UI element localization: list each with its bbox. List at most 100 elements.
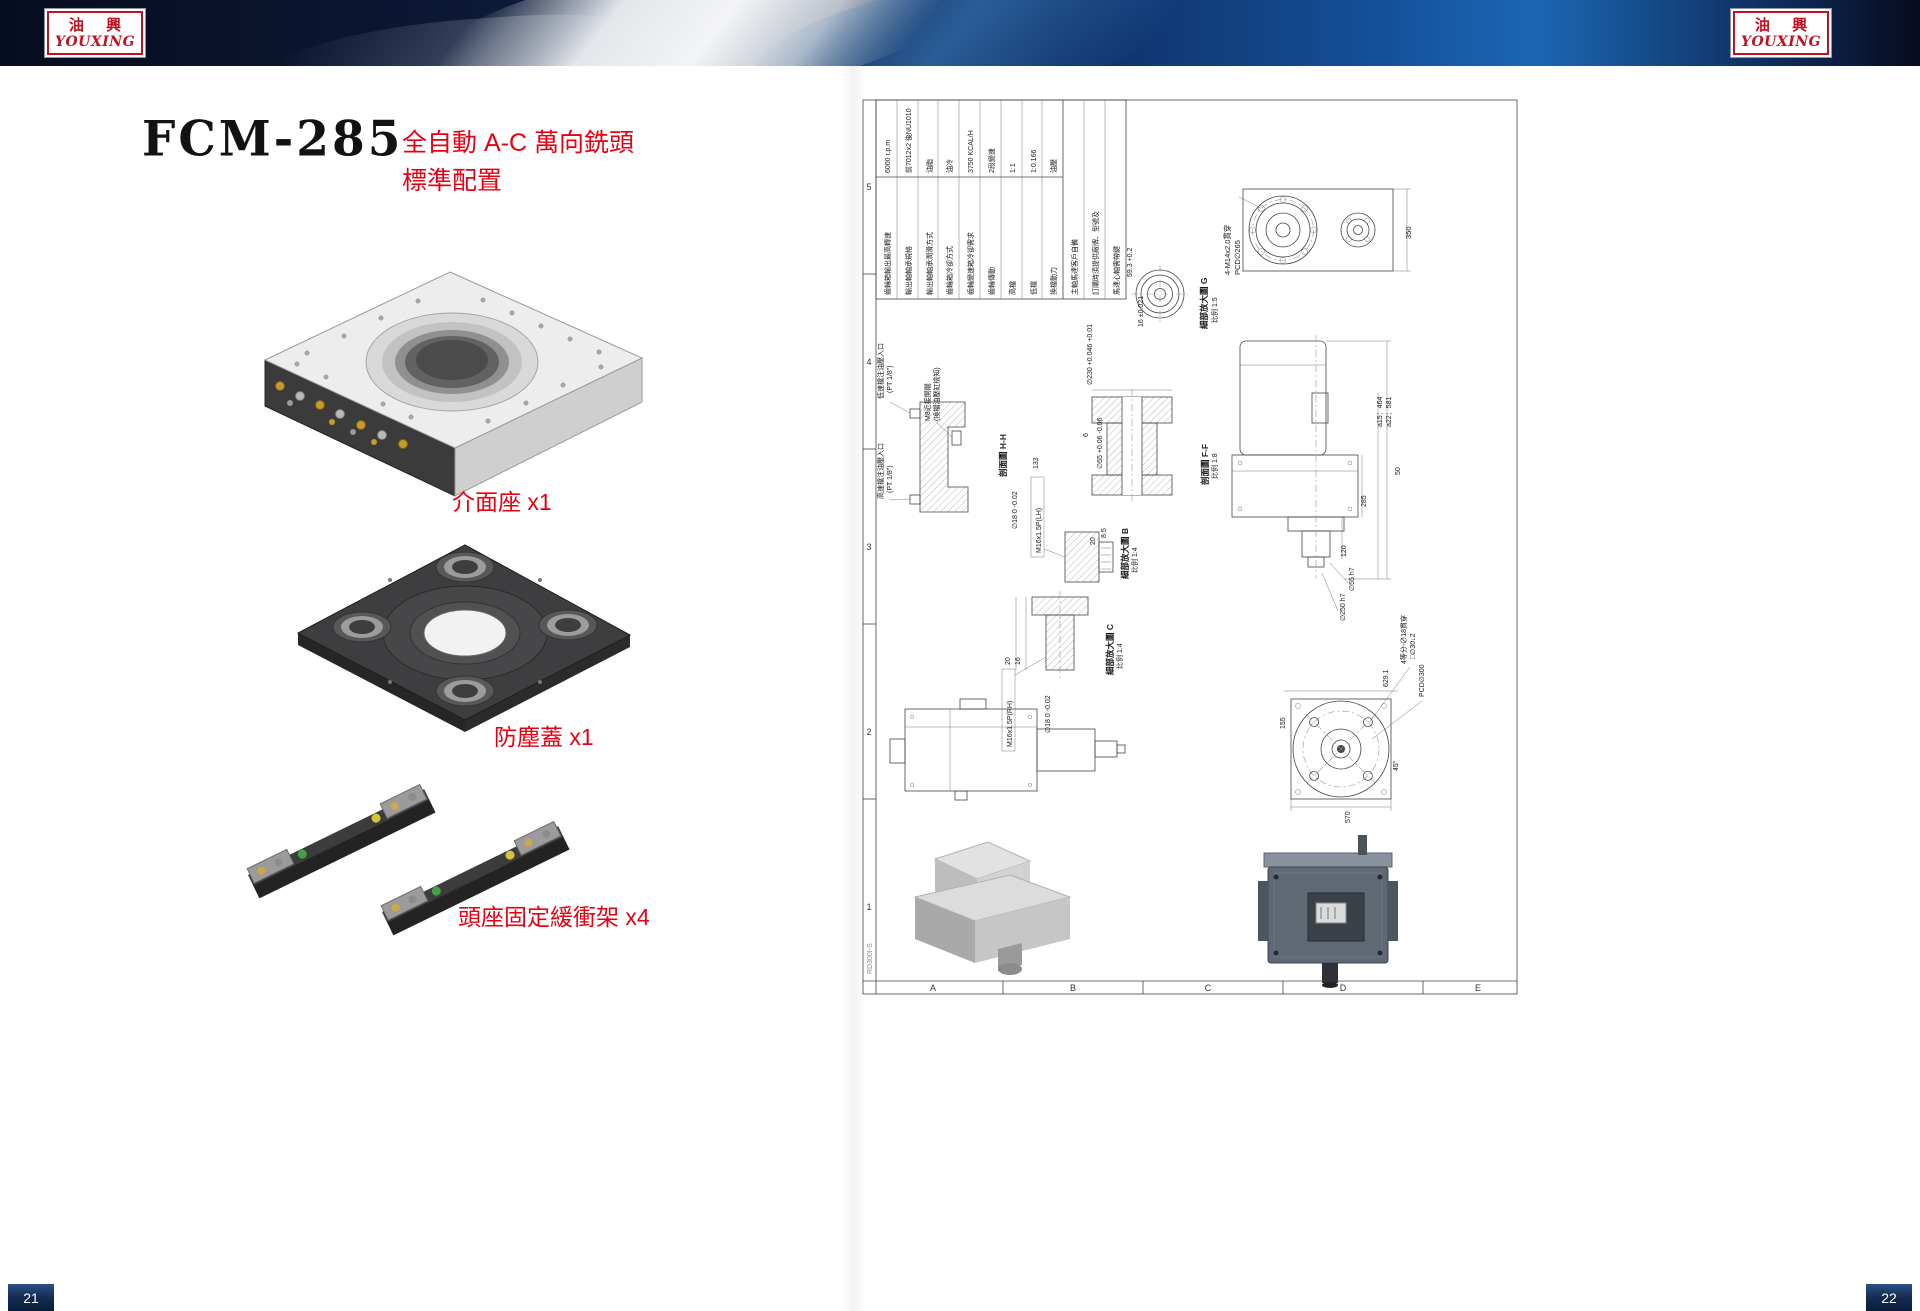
view-section-hh [889, 401, 969, 513]
subtitle-line-2: 標準配置 [402, 167, 503, 195]
brand-logo-right: 油 興 YOUXING [1730, 8, 1832, 58]
grid-row-1: 1 [866, 902, 871, 912]
ann-m8-switch: M8近接開關 [923, 383, 932, 421]
page-subtitle: 全自動 A-C 萬向銑頭 標準配置 [402, 124, 634, 200]
spec-value-6: 1:1 [1010, 163, 1017, 173]
ann-dim120: 120 [1341, 545, 1348, 557]
ann-high-oil: 高速檔注油壓入口 [876, 443, 885, 499]
engineering-drawing-sheet: 5 4 3 2 1 A B C D E RD300I-S 齒輪箱輸出最高轉速 輸… [860, 97, 1520, 997]
top-banner [0, 0, 1920, 66]
grid-row-4: 4 [866, 357, 871, 367]
page-title: FCM-285 [142, 110, 404, 169]
spec-table: 齒輪箱輸出最高轉速 輸出軸軸承規格 輸出軸軸承潤滑方式 齒輪箱冷卻方式 齒輪變速… [875, 99, 1127, 300]
ann-high-oil-2: (PT 1/8") [887, 465, 894, 493]
ann-dim20a: 20 [1090, 537, 1097, 545]
spec-value-2: 油脂 [925, 159, 934, 173]
spec-note-1: 訂購時須提供廠牌、型號及 [1091, 211, 1100, 295]
spec-value-7: 1:0.166 [1031, 150, 1038, 173]
ann-dim20b: 20 [1005, 657, 1012, 665]
ann-dim18b: ∅18 0 -0.02 [1045, 695, 1052, 733]
ann-bolt-label: 4-M14x2.0貫穿 [1222, 225, 1232, 275]
ann-dim285: 285 [1361, 495, 1368, 507]
interface-seat-render [263, 271, 644, 497]
ann-detail-b-scale: 比例 1:4 [1130, 547, 1139, 573]
ann-bolt4: 4等分-∅18貫穿 [1399, 615, 1408, 664]
label-dust-cover: 防塵蓋 x1 [494, 724, 594, 750]
ann-dim55h7: ∅55 h7 [1349, 567, 1356, 591]
spec-value-0: 6000 r.p.m [885, 140, 892, 173]
ann-dim16b: 16 [1015, 657, 1022, 665]
ann-dim230: ∅230 +0.046 +0.01 [1087, 324, 1094, 385]
render-iso-unit [913, 841, 1072, 975]
ann-detail-c: 細部放大圖 C [1105, 624, 1115, 675]
page-number-right: 22 [1866, 1284, 1912, 1311]
ann-dim6291: 629.1 [1383, 669, 1390, 687]
dust-cover-render [296, 544, 632, 732]
spec-label-0: 齒輪箱輸出最高轉速 [883, 232, 892, 295]
ann-section-hh: 剖面圖 H-H [998, 434, 1008, 477]
ann-dim350: 350 [1404, 226, 1413, 239]
brand-logo-en: YOUXING [54, 33, 136, 50]
spec-label-4: 齒輪變速箱冷卻需求 [966, 232, 975, 295]
grid-row-2: 2 [866, 727, 871, 737]
view-detail-c [1001, 591, 1089, 752]
ann-dim133: 133 [1033, 457, 1040, 469]
grid-col-a: A [930, 983, 936, 993]
connector-pins [275, 381, 408, 449]
grid-row-3: 3 [866, 542, 871, 552]
render-front-unit [1258, 835, 1398, 988]
ann-low-oil: 低速檔注油壓入口 [876, 343, 885, 399]
ann-detail-c-scale: 比例 1:4 [1115, 643, 1124, 669]
ann-dim6: 6 [1083, 433, 1090, 437]
ann-detail-g: 細部放大圖 G [1199, 277, 1209, 329]
spec-label-7: 低檔 [1029, 281, 1038, 295]
spec-label-3: 齒輪箱冷卻方式 [945, 246, 954, 295]
spec-note-2: 馬達心軸需帶鍵 [1112, 246, 1121, 295]
grid-col-c: C [1205, 983, 1212, 993]
spec-value-1: 前7012x2 後NU1010 [904, 108, 913, 173]
ann-a15: a15：464 [1377, 397, 1384, 427]
ann-section-ff: 剖面圖 F-F [1200, 444, 1210, 485]
spec-label-2: 輸出軸軸承潤滑方式 [925, 232, 934, 295]
ann-deg45: 45° [1392, 760, 1400, 771]
ann-m16rh: M16x1.5P(RH) [1007, 701, 1014, 747]
grid-col-b: B [1070, 983, 1076, 993]
view-front-flange [1284, 666, 1423, 811]
ann-dim16t: 16 ±0.021 [1138, 296, 1145, 327]
ann-dim18a: ∅18 0 -0.02 [1012, 491, 1019, 529]
doc-code: RD300I-S [867, 943, 874, 974]
ann-cbore: □∅30↓2 [1410, 633, 1417, 659]
view-flange-top [1238, 188, 1411, 272]
ann-dim50: 50 [1395, 467, 1402, 475]
brand-logo-en: YOUXING [1740, 33, 1822, 50]
ann-m8-switch-2: (換檔油壓缸檢知) [932, 367, 941, 421]
grid-col-d: D [1340, 983, 1347, 993]
cover-screws [388, 578, 542, 684]
buffer-bracket-render-1 [246, 783, 436, 899]
page-gutter [840, 66, 866, 1311]
ann-section-ff-scale: 比例 1:8 [1210, 453, 1219, 479]
view-section-ff [1091, 389, 1173, 503]
view-detail-b [1030, 476, 1114, 583]
grid-col-e: E [1475, 983, 1481, 993]
brand-logo-cn: 油 興 [68, 16, 131, 34]
ann-dim593: 59.3 +0.2 [1127, 248, 1134, 277]
ann-a22: a22：581 [1386, 397, 1393, 427]
ann-dim250h7: ∅250 h7 [1340, 593, 1347, 621]
view-side-assembly [1231, 335, 1391, 612]
brand-logo-left: 油 興 YOUXING [44, 8, 146, 58]
bolt-holes [294, 297, 604, 424]
ann-dim85: 8.5 [1101, 528, 1108, 538]
spec-value-5: 2段變速 [987, 148, 996, 173]
spec-value-3: 油冷 [945, 159, 954, 173]
ann-pcd300: PCD∅300 [1419, 664, 1426, 697]
ann-dim155: 155 [1280, 717, 1287, 729]
spec-label-8: 換檔動力 [1049, 267, 1058, 295]
corner-rings [332, 551, 598, 707]
spec-value-8: 油壓 [1049, 159, 1058, 173]
page-number-left: 21 [8, 1284, 54, 1311]
ann-detail-b: 細部放大圖 B [1120, 528, 1130, 579]
spec-label-6: 高檔 [1008, 281, 1017, 295]
ann-dim570: 570 [1345, 811, 1352, 823]
spec-note-0: 主軸馬達客戶自備 [1070, 239, 1079, 295]
